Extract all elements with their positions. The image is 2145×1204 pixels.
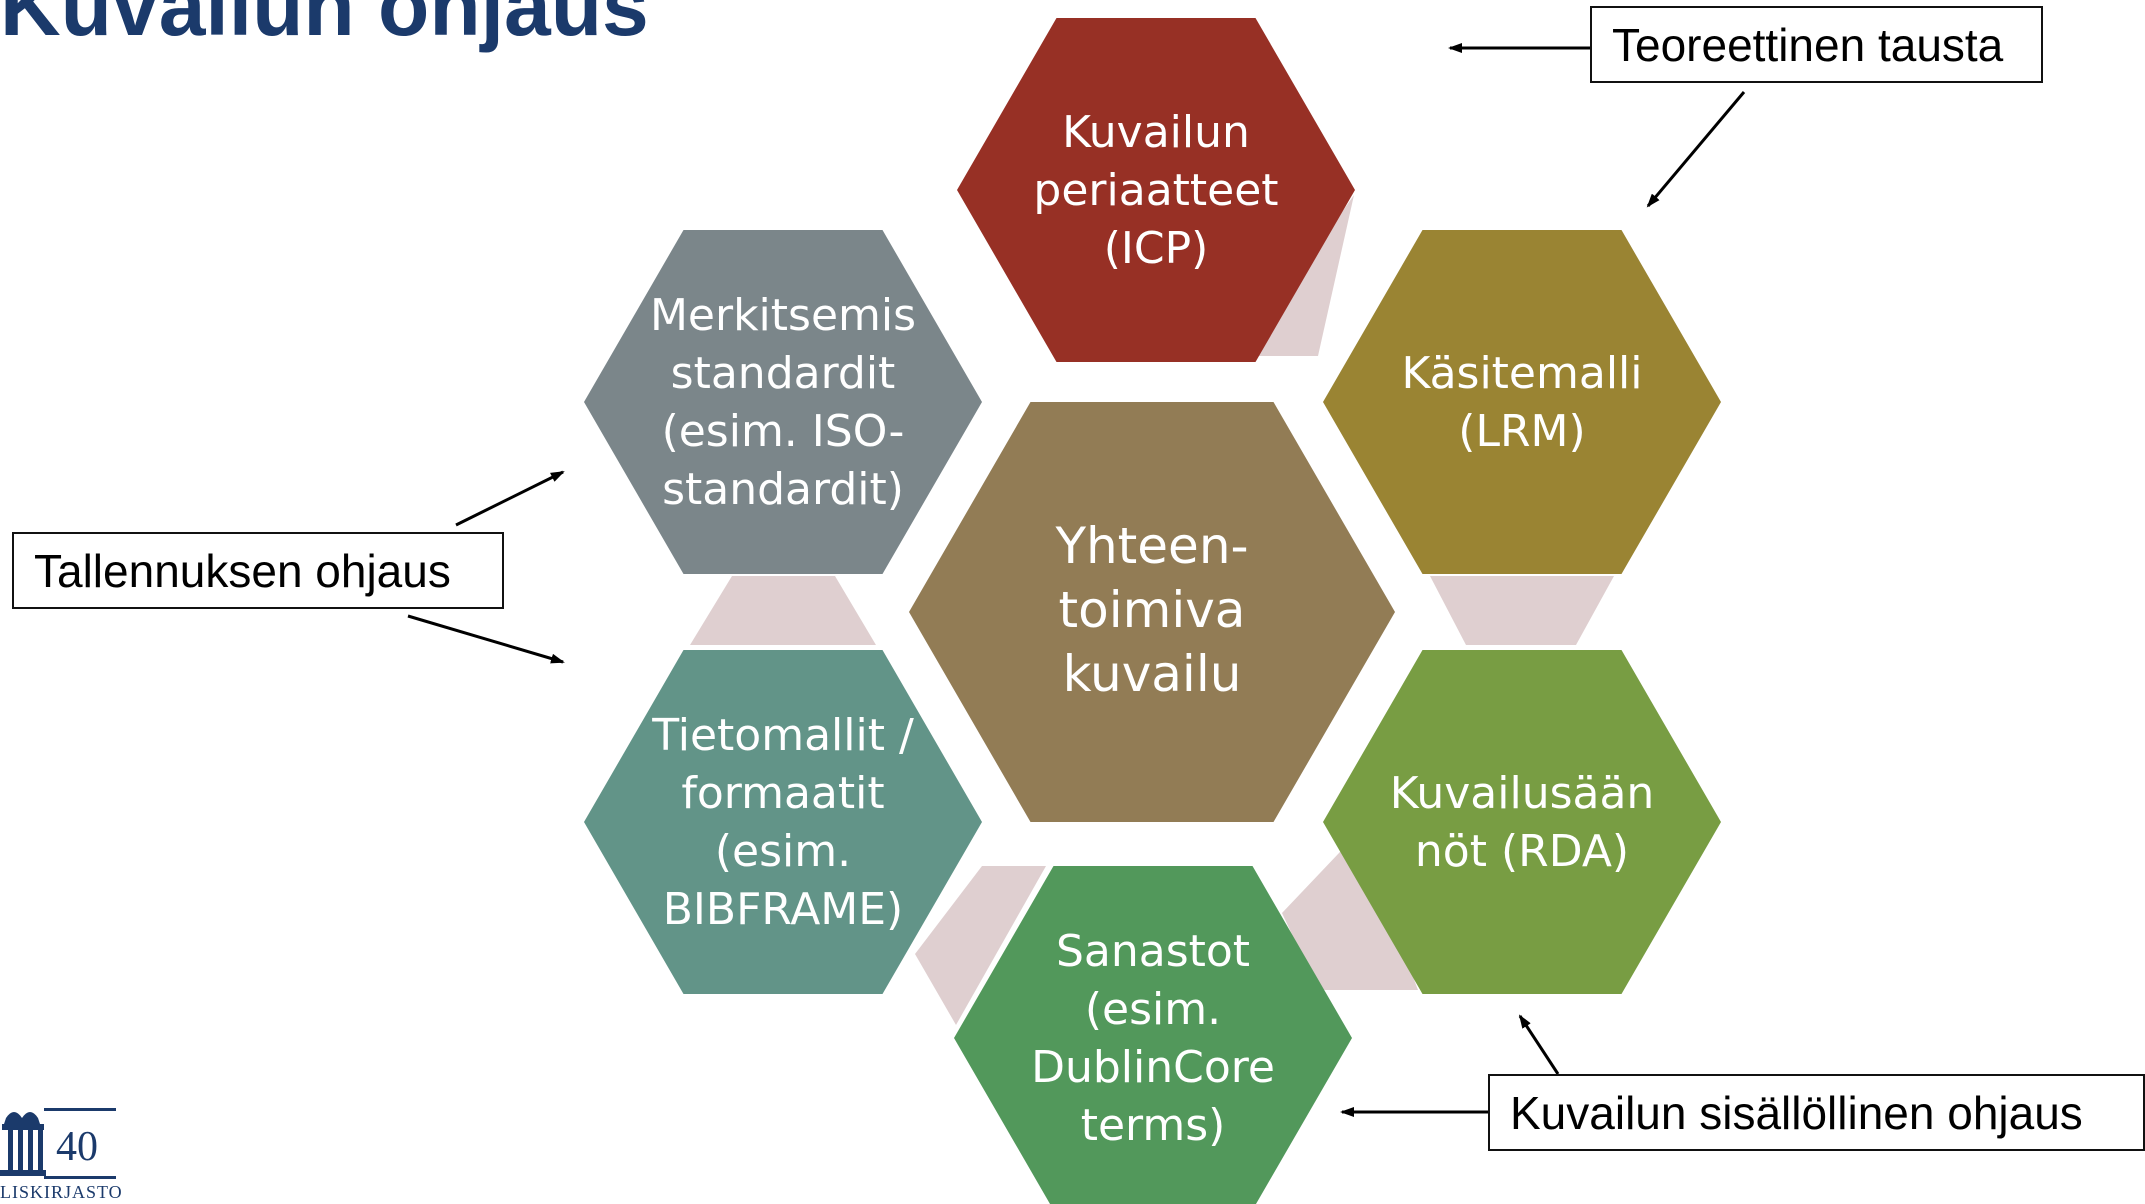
hex-label-line: periaatteet [1033, 165, 1278, 216]
hexagon-iso: Merkitsemis standardit (esim. ISO-standard… [584, 230, 982, 574]
logo-number: 40 [56, 1124, 98, 1170]
hexagon-shape [584, 650, 982, 994]
hexagon-shape [909, 402, 1395, 822]
connector-4 [690, 576, 876, 645]
hexagon-dc: Sanastot (esim. DublinCore terms) [954, 866, 1352, 1204]
hex-label-line: DublinCore [1031, 1042, 1275, 1093]
hex-label-line: (LRM) [1458, 406, 1585, 457]
hex-label-line: BIBFRAME) [663, 884, 903, 935]
hex-label-line: standardit [671, 348, 896, 399]
logo-text: LISKIRJASTO [0, 1182, 123, 1202]
hex-label-line: nöt (RDA) [1415, 826, 1629, 877]
hex-label-line: kuvailu [1063, 645, 1242, 703]
hexagon-shape [954, 866, 1352, 1204]
hex-label-line: terms) [1081, 1100, 1226, 1151]
callout-recording-guidance: Tallennuksen ohjaus [12, 532, 504, 609]
connector-3 [915, 866, 1046, 1025]
hex-label-line: Kuvailun [1062, 107, 1250, 158]
hex-label-line: formaatit [681, 768, 884, 819]
hex-label-line: (esim. [715, 826, 851, 877]
library-logo-icon: 40 [0, 1108, 116, 1179]
hexagon-rda: Kuvailusään nöt (RDA) [1323, 650, 1721, 994]
hex-label-line: (esim. ISO- [662, 406, 905, 457]
callout-content-guidance: Kuvailun sisällöllinen ohjaus [1488, 1074, 2145, 1151]
hexagon-bibframe: Tietomallit / formaatit (esim. BIBFRAME) [584, 650, 982, 994]
arrow-theory-to-lrm [1646, 91, 1746, 208]
callout-theoretical-background: Teoreettinen tausta [1590, 6, 2043, 83]
hexagon-icp: Kuvailun periaatteet (ICP) [957, 18, 1355, 362]
hex-label-line: standardit) [662, 464, 904, 515]
hexagon-center: Yhteen-toimiva kuvailu [909, 402, 1395, 822]
arrow-recording-to-iso [455, 470, 565, 527]
hex-label-line: Kuvailusään [1390, 768, 1655, 819]
hexagon-shape [1323, 650, 1721, 994]
page-title: Kuvailun ohjaus [0, 0, 649, 53]
hexagon-shape [957, 18, 1355, 362]
hex-label-line: toimiva [1059, 581, 1246, 639]
hex-label-line: Tietomallit / [651, 710, 914, 761]
connector-1 [1430, 576, 1614, 645]
hexagon-shape [584, 230, 982, 574]
arrow-content-to-rda [1518, 1014, 1560, 1075]
hexagon-shape [1323, 230, 1721, 574]
hex-label-line: Sanastot [1056, 926, 1250, 977]
hex-label-line: Merkitsemis [650, 290, 916, 341]
hexagon-lrm: Käsitemalli (LRM) [1323, 230, 1721, 574]
arrow-recording-to-bibframe [407, 614, 565, 664]
hex-label-line: Käsitemalli [1401, 348, 1642, 399]
hex-label-line: Yhteen- [1054, 517, 1248, 575]
hex-label-line: (esim. [1085, 984, 1221, 1035]
connector-2 [1282, 833, 1418, 990]
hex-label-line: (ICP) [1104, 223, 1209, 274]
